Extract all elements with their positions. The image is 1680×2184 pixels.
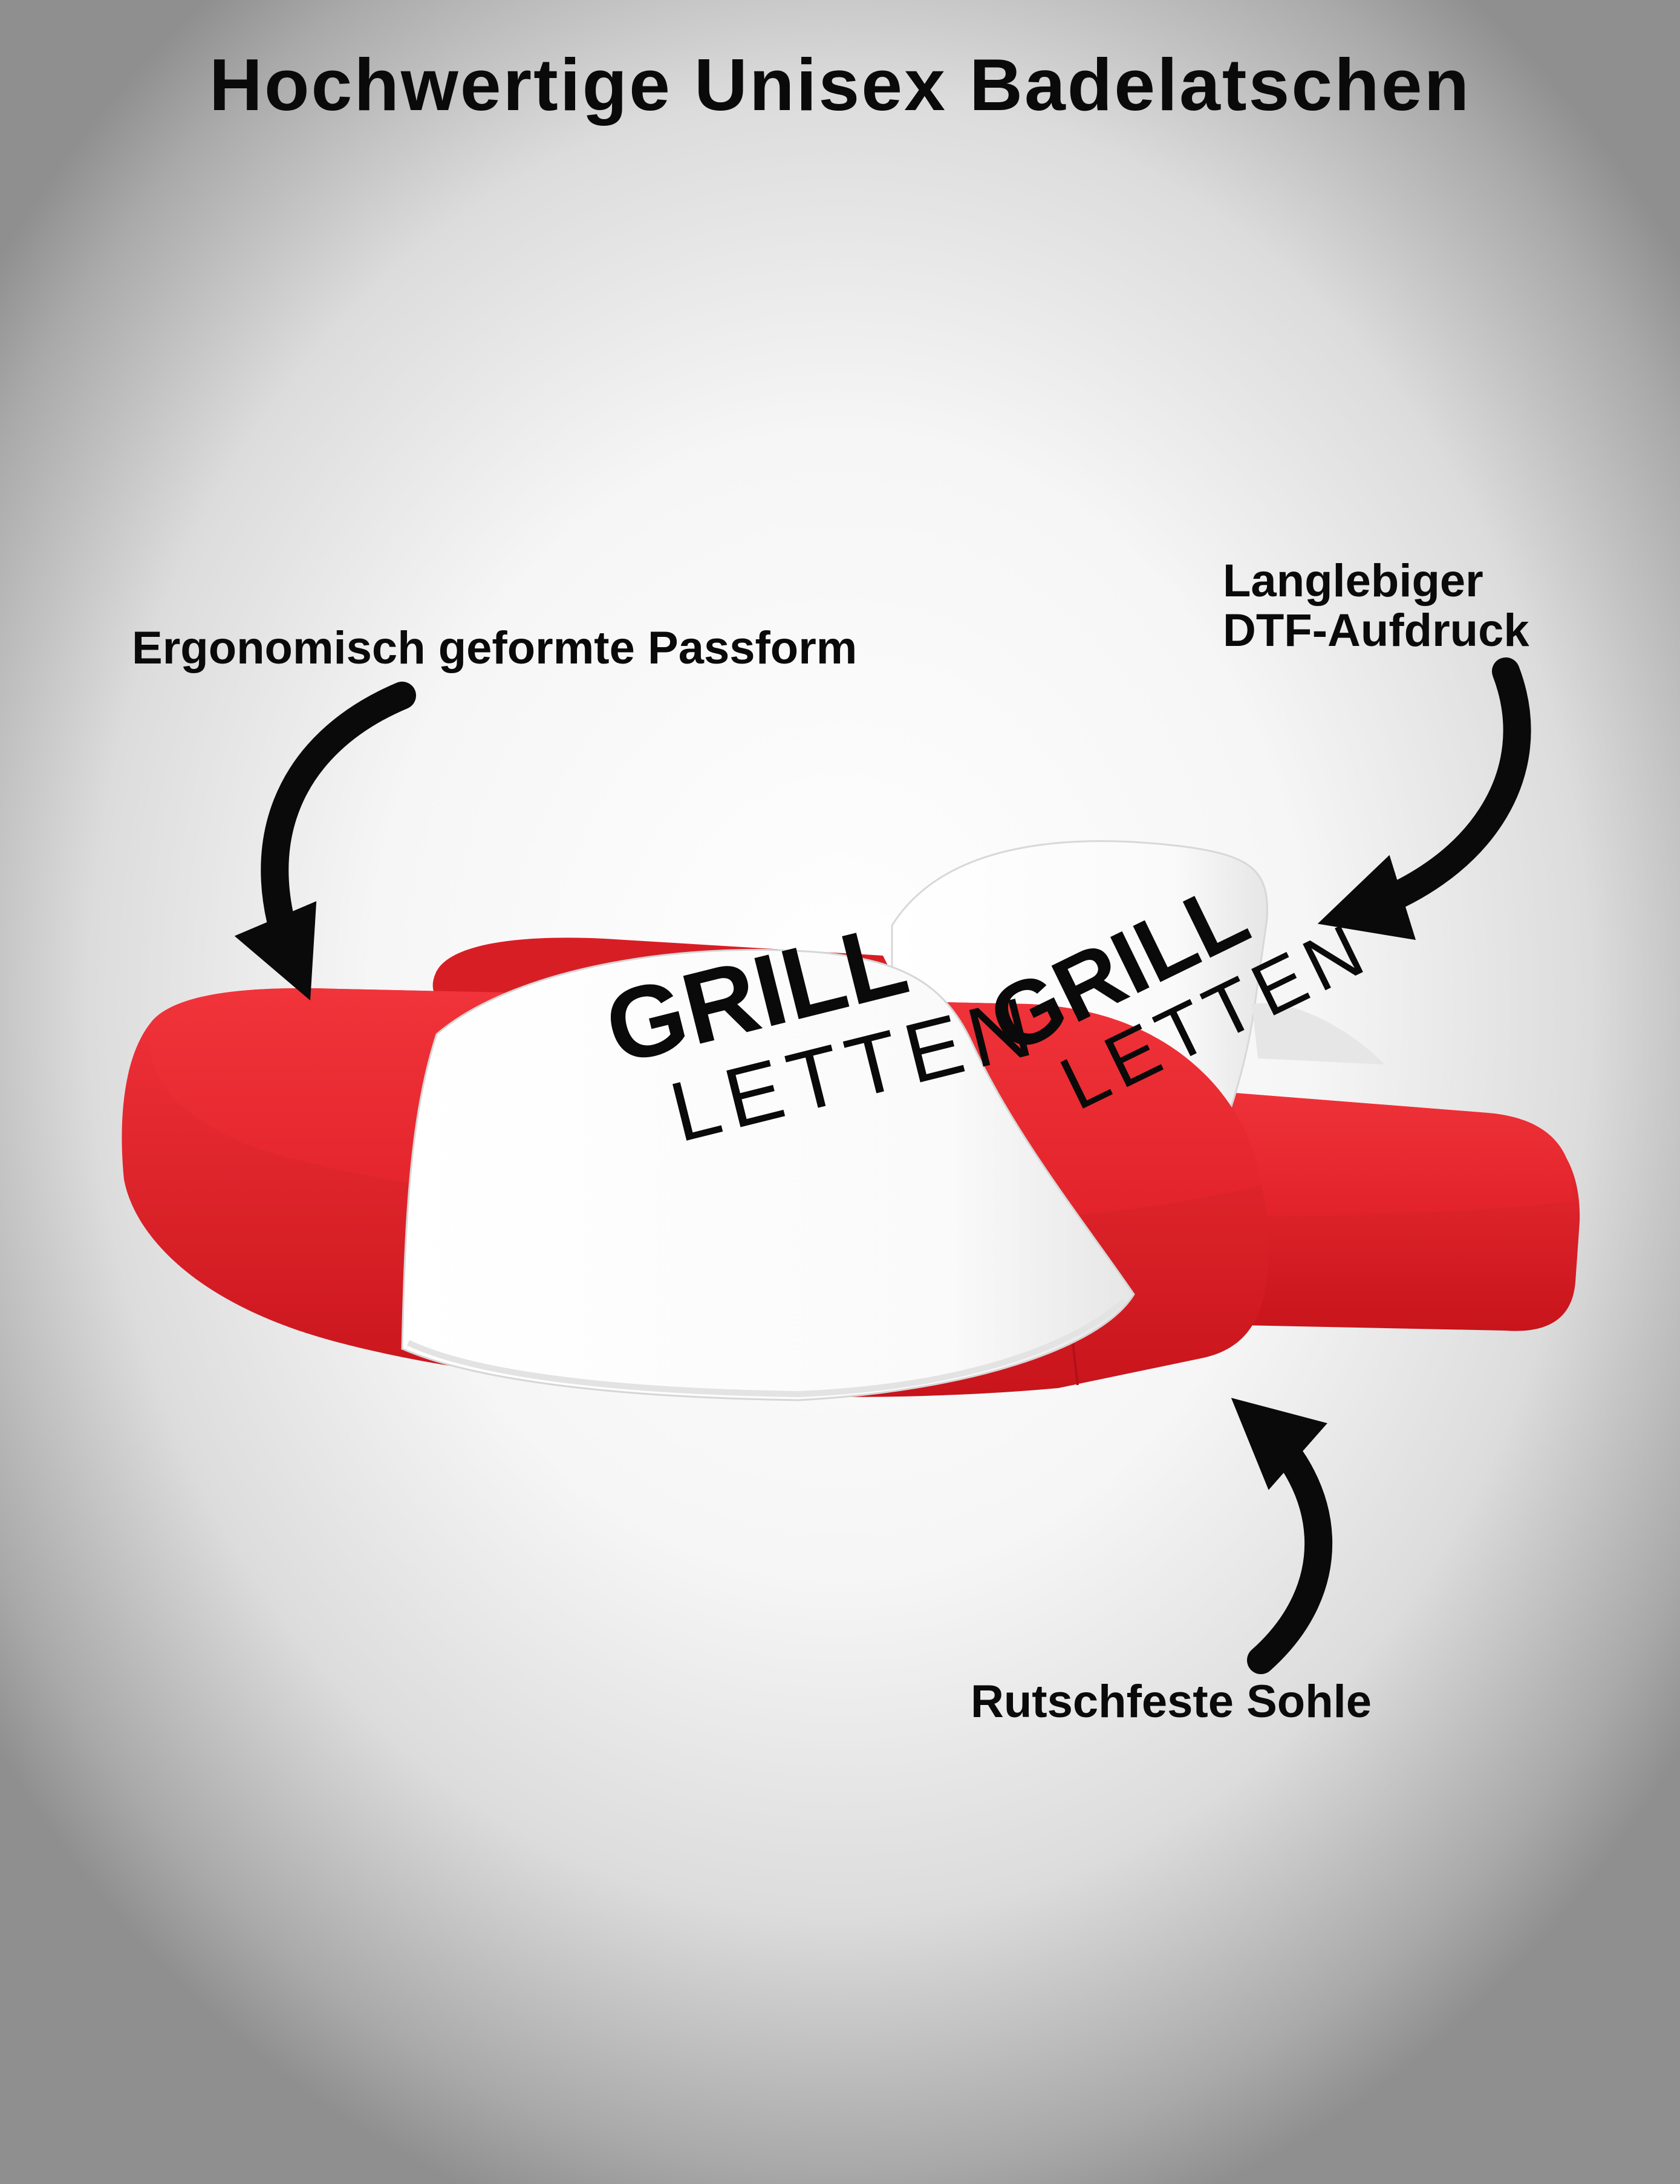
callout-ergonomic-fit: Ergonomisch geformte Passform xyxy=(132,622,858,674)
callout-dtf-print-line2: DTF-Aufdruck xyxy=(1223,605,1529,656)
callout-dtf-print: Langlebiger DTF-Aufdruck xyxy=(1223,556,1529,656)
curved-arrow-icon xyxy=(234,682,416,1001)
callout-dtf-print-line1: Langlebiger xyxy=(1223,555,1483,607)
slide-sandal-front-icon xyxy=(122,948,1269,1401)
page-title: Hochwertige Unisex Badelatschen xyxy=(209,44,1471,126)
curved-arrow-icon xyxy=(1231,1398,1333,1674)
curved-arrow-icon xyxy=(1317,657,1531,940)
callout-non-slip-sole: Rutschfeste Sohle xyxy=(971,1676,1372,1727)
